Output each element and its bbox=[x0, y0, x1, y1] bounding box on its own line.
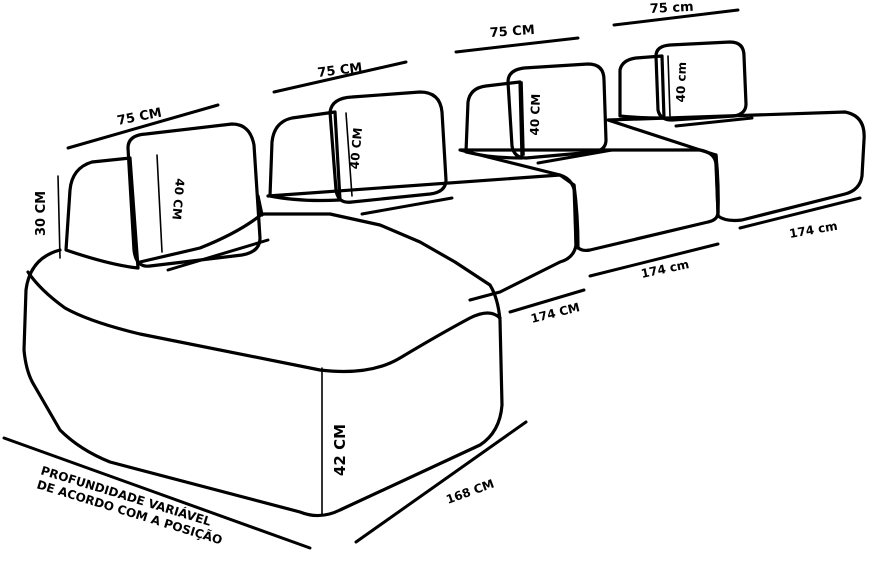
width-dim-line-1 bbox=[66, 103, 220, 150]
width-dim-line-2 bbox=[272, 60, 408, 94]
module-length-dim-line-2 bbox=[588, 242, 720, 278]
seat-module-3 bbox=[458, 148, 720, 253]
front-cushion-3 bbox=[506, 62, 608, 160]
back-rest-4 bbox=[618, 54, 666, 120]
module-length-dim-line-3 bbox=[738, 196, 862, 230]
seat-module-4 bbox=[606, 110, 866, 223]
cushion-4-base-line bbox=[674, 116, 754, 128]
chaise-length-label: 168 CM bbox=[444, 477, 496, 507]
seat-height-label: 42 CM bbox=[331, 424, 349, 476]
front-cushion-2 bbox=[328, 90, 448, 204]
back-width-label-2: 75 CM bbox=[317, 61, 364, 81]
chaise-top-edge bbox=[26, 270, 502, 374]
cushion-height-label-1: 40 CM bbox=[169, 178, 187, 221]
cushion-height-label-4: 40 cm bbox=[674, 62, 689, 103]
cushion-4-dim-line bbox=[667, 55, 671, 117]
cushion-1-dim-line bbox=[156, 154, 163, 253]
front-cushion-1 bbox=[126, 122, 262, 268]
width-dim-line-4 bbox=[612, 8, 740, 27]
front-cushion-4 bbox=[654, 40, 748, 122]
back-height-dim-line bbox=[57, 175, 61, 259]
cushion-2-dim-line bbox=[345, 112, 353, 197]
module-length-label-3: 174 cm bbox=[788, 219, 839, 241]
back-width-label-4: 75 cm bbox=[649, 0, 694, 17]
cushion-height-label-3: 40 CM bbox=[528, 94, 543, 136]
module-length-dim-line-1 bbox=[508, 288, 586, 314]
back-rest-3 bbox=[464, 80, 524, 160]
cushion-2-base-line bbox=[360, 196, 454, 216]
seat-module-2 bbox=[266, 173, 578, 302]
back-width-label-3: 75 CM bbox=[489, 23, 535, 41]
back-width-label-1: 75 CM bbox=[116, 106, 163, 129]
cushion-height-label-2: 40 CM bbox=[347, 127, 365, 170]
cushion-3-dim-line bbox=[521, 81, 525, 156]
seat-module-1 bbox=[22, 212, 504, 518]
depth-dim-line bbox=[2, 436, 312, 550]
width-dim-line-3 bbox=[454, 36, 580, 54]
cushion-3-base-line bbox=[536, 148, 614, 165]
back-rest-1 bbox=[64, 156, 140, 270]
back-rest-2 bbox=[268, 110, 342, 203]
back-height-label: 30 CM bbox=[34, 191, 49, 236]
cushion-1-base-line bbox=[166, 238, 270, 272]
chaise-length-dim-line bbox=[354, 420, 528, 544]
